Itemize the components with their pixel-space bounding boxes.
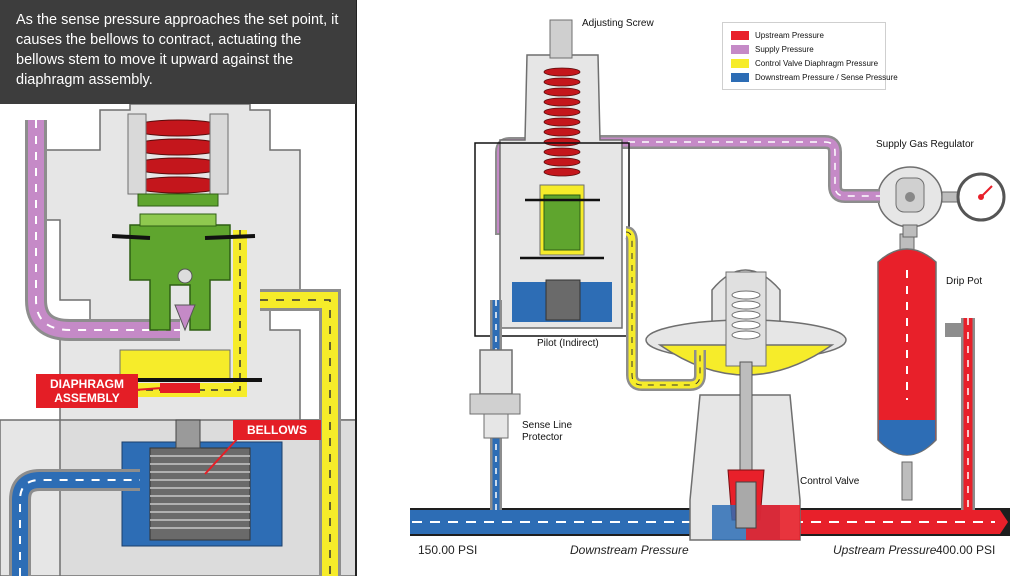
legend: Upstream Pressure Supply Pressure Contro…	[722, 22, 898, 90]
legend-swatch	[731, 72, 749, 82]
upstream-psi-value: 400.00 PSI	[936, 543, 996, 557]
control-valve-label: Control Valve	[800, 476, 860, 487]
pressure-gauge-icon	[941, 172, 1006, 222]
drip-pot	[877, 233, 965, 501]
legend-item-upstream: Upstream Pressure	[731, 29, 824, 41]
legend-item-supply: Supply Pressure	[731, 43, 814, 55]
legend-swatch	[731, 30, 749, 40]
caption-box: As the sense pressure approaches the set…	[0, 0, 356, 104]
bellows-zoom	[149, 447, 251, 541]
legend-item-diaphragm: Control Valve Diaphragm Pressure	[731, 57, 878, 69]
diaphragm-assembly-callout: DIAPHRAGM ASSEMBLY	[36, 374, 138, 408]
supply-gas-regulator	[877, 166, 943, 238]
sense-line-protector	[469, 349, 521, 439]
legend-label: Control Valve Diaphragm Pressure	[755, 58, 879, 68]
control-valve	[645, 269, 847, 541]
drip-pot-label: Drip Pot	[946, 276, 983, 287]
legend-label: Downstream Pressure / Sense Pressure	[755, 72, 898, 82]
upstream-pressure-label: Upstream Pressure	[833, 543, 937, 557]
sense-line-label-line1: Sense Line	[522, 420, 573, 431]
downstream-psi-value: 150.00 PSI	[418, 543, 478, 557]
bellows-callout: BELLOWS	[233, 420, 321, 440]
spring-zoom	[127, 113, 229, 195]
legend-swatch	[731, 44, 749, 54]
legend-item-downstream: Downstream Pressure / Sense Pressure	[731, 71, 898, 83]
sense-line-label-line2: Protector	[522, 432, 563, 443]
legend-label: Upstream Pressure	[755, 30, 824, 40]
adjusting-screw-label: Adjusting Screw	[582, 18, 654, 29]
downstream-pressure-label: Downstream Pressure	[570, 543, 689, 557]
legend-label: Supply Pressure	[755, 44, 814, 54]
legend-swatch	[731, 58, 749, 68]
supply-gas-regulator-label: Supply Gas Regulator	[876, 139, 974, 150]
pilot-valve	[499, 19, 623, 329]
pilot-label: Pilot (Indirect)	[537, 338, 599, 349]
